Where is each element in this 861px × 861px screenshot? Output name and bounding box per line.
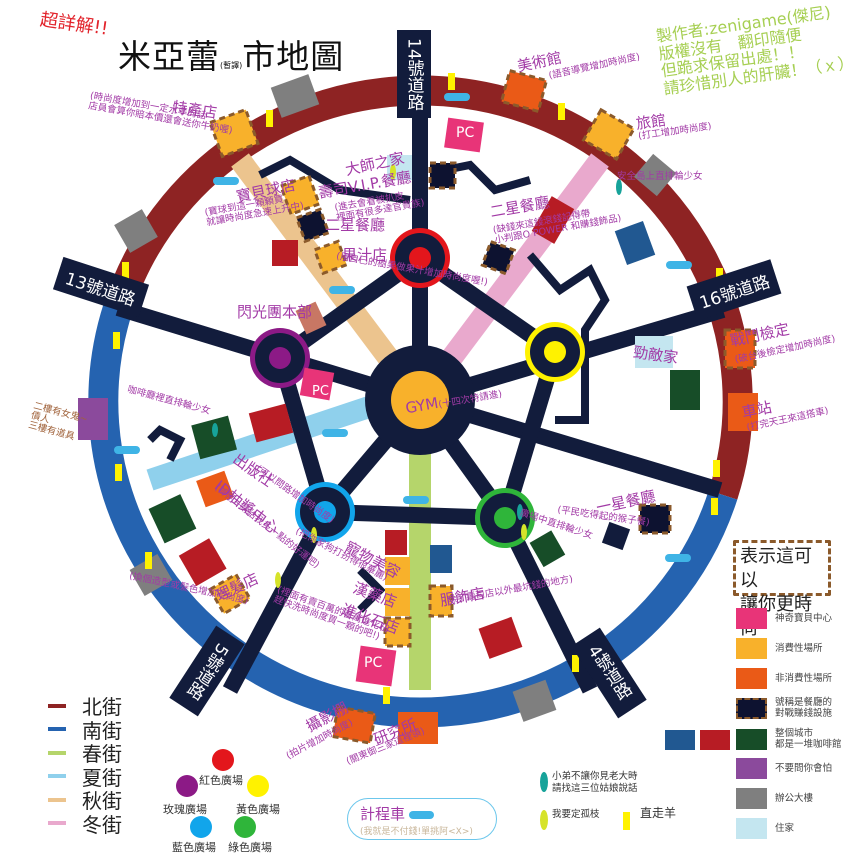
safe-island-girl-note: 安全島上直排輪少女: [617, 171, 703, 182]
two-star-left-label[interactable]: 二星餐廳: [325, 216, 386, 234]
buildings: [78, 68, 758, 745]
red-plaza-dot: [212, 749, 234, 771]
teal-marker-icon: [540, 772, 548, 792]
street-legend: 北街 南街 春街 夏街 秋街 冬街: [48, 694, 122, 837]
juice-shop-label[interactable]: 果汁店: [342, 246, 388, 264]
taxi-pill-icon: [409, 810, 435, 819]
road-14-label[interactable]: 14號道路: [397, 30, 431, 118]
cafe-swatch-red: [700, 730, 730, 750]
south-street[interactable]: [88, 303, 738, 728]
fashion-key: 表示這可以 讓你更時尚: [733, 540, 831, 639]
pc-west[interactable]: PC: [312, 384, 329, 399]
taxi-markers: [114, 93, 692, 562]
page-title: 米亞蕾(暫譯)市地圖: [118, 37, 345, 76]
blue-plaza[interactable]: [314, 501, 336, 523]
pc-south[interactable]: PC: [364, 655, 383, 671]
green-plaza-dot: [234, 816, 256, 838]
blue-plaza-dot: [190, 816, 212, 838]
lime-marker-icon: [540, 810, 548, 830]
yellow-plaza[interactable]: [544, 341, 566, 363]
pc-north[interactable]: PC: [456, 125, 475, 141]
taxi-legend: 計程車 (我就是不付錢!單挑阿<X>): [347, 798, 497, 840]
rose-plaza-dot: [176, 775, 198, 797]
green-plaza[interactable]: [494, 507, 516, 529]
cafe-swatch-blue: [665, 730, 695, 750]
yellow-marker-icon: [623, 812, 630, 830]
yellow-plaza-dot: [247, 775, 269, 797]
red-plaza[interactable]: [409, 247, 431, 269]
flash-club-label[interactable]: 閃光團本部: [237, 303, 313, 321]
rose-plaza[interactable]: [269, 347, 291, 369]
